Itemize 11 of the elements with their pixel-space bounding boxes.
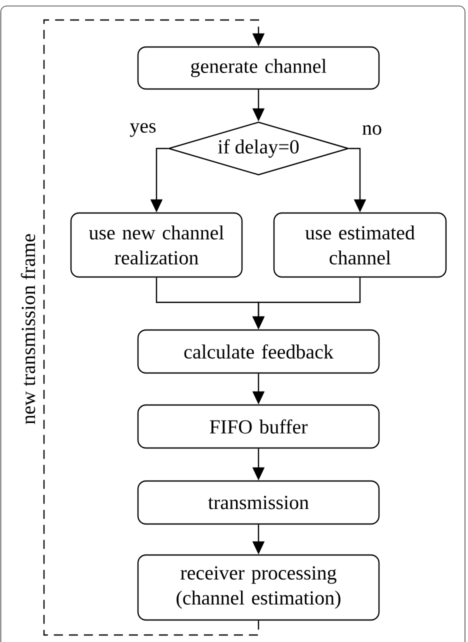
process-box: calculate feedback — [137, 329, 380, 374]
process-box: FIFO buffer — [137, 404, 380, 449]
process-box: use estimated channel — [273, 212, 447, 278]
process-box: generate channel — [137, 46, 380, 90]
edge-label: new transmission frame — [20, 232, 36, 426]
process-box: transmission — [137, 480, 380, 525]
edge-label: yes — [128, 122, 158, 138]
process-box: use new channel realization — [70, 212, 243, 278]
process-box: receiver processing (channel estimation) — [137, 554, 380, 621]
arrow — [43, 19, 265, 636]
edge-label: no — [361, 124, 383, 136]
